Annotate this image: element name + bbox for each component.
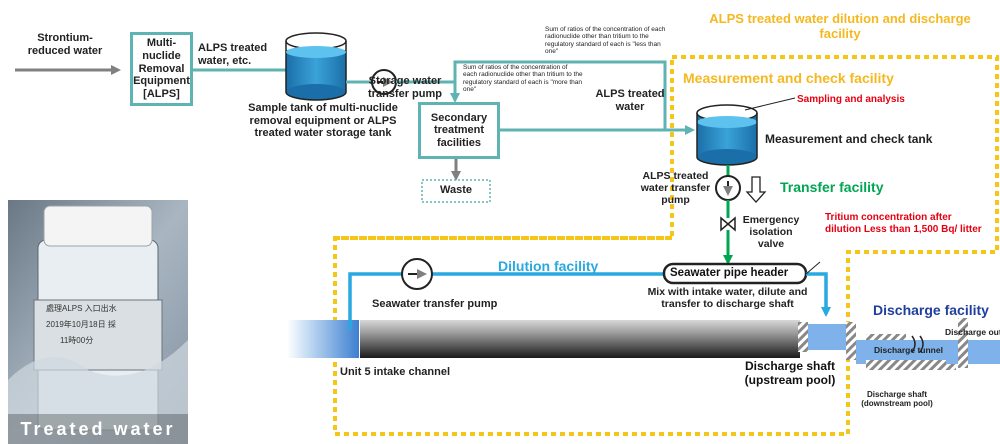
- transfer-pump-label: ALPS treated water transfer pump: [640, 170, 711, 207]
- alps-treated-water-label: ALPS treated water: [595, 88, 665, 113]
- bottle-label-1: 處理ALPS 入口出水: [46, 304, 117, 313]
- input-label: Strontium-reduced water: [27, 32, 103, 57]
- alps-equipment-label: Multi-nuclide Removal Equipment [ALPS]: [133, 37, 190, 100]
- note-more-than-one: Sum of ratios of the concentration of ea…: [463, 64, 583, 94]
- measurement-facility-label: Measurement and check facility: [683, 70, 894, 86]
- ground-strip: [360, 320, 800, 358]
- tritium-note: Tritium concentration after dilution Les…: [825, 212, 982, 235]
- discharge-tunnel-label: Discharge tunnel: [874, 345, 943, 355]
- sea-water: [287, 320, 359, 358]
- emergency-valve-label: Emergency isolation valve: [742, 214, 800, 251]
- transfer-direction-arrow: [745, 176, 767, 203]
- intake-channel-label: Unit 5 intake channel: [340, 366, 451, 378]
- dilution-pipe: [348, 272, 664, 330]
- sampling-leader: [744, 97, 796, 111]
- waste-label: Waste: [440, 184, 472, 196]
- secondary-treatment-box[interactable]: Secondary treatment facilities: [418, 102, 500, 159]
- dilution-facility-label: Dilution facility: [498, 258, 599, 274]
- valve-icon: [720, 216, 736, 232]
- discharge-upstream-label: Discharge shaft (upstream pool): [744, 359, 836, 387]
- sampling-label: Sampling and analysis: [797, 94, 905, 105]
- measurement-tank: [696, 104, 758, 166]
- treated-water-photo: [8, 200, 188, 444]
- note-less-than-one: Sum of ratios of the concentration of ea…: [545, 26, 666, 56]
- bottle-label-3: 11時00分: [60, 336, 94, 345]
- sample-tank-label: Sample tank of multi-nuclide removal equ…: [248, 102, 398, 140]
- bottle-label-2: 2019年10月18日 採: [46, 320, 116, 329]
- mix-note: Mix with intake water, dilute and transf…: [647, 286, 808, 311]
- seawater-pump-label: Seawater transfer pump: [372, 298, 498, 310]
- storage-pump-label: Storage water transfer pump: [368, 75, 442, 100]
- discharge-outlet-label: Discharge outlet: [945, 327, 1000, 337]
- alps-out-label: ALPS treated water, etc.: [198, 42, 268, 67]
- transfer-facility-label: Transfer facility: [780, 179, 884, 195]
- seawater-header-label: Seawater pipe header: [670, 267, 789, 279]
- waste-box: [421, 179, 491, 203]
- discharge-downstream-label: Discharge shaft (downstream pool): [861, 390, 933, 409]
- discharge-facility-label: Discharge facility: [873, 302, 989, 318]
- sample-tank: [285, 32, 347, 101]
- discharge-tunnel: [856, 318, 1000, 370]
- measurement-tank-label: Measurement and check tank: [765, 132, 933, 146]
- pipe-bypass: [453, 60, 667, 130]
- discharge-shaft-upstream: [798, 322, 856, 360]
- alps-equipment-box[interactable]: Multi-nuclide Removal Equipment [ALPS]: [130, 32, 193, 106]
- secondary-treatment-label: Secondary treatment facilities: [430, 111, 488, 149]
- photo-caption: Treated water: [20, 419, 176, 439]
- alps-facility-boundary: [333, 55, 999, 436]
- page-title: ALPS treated water dilution and discharg…: [709, 11, 971, 41]
